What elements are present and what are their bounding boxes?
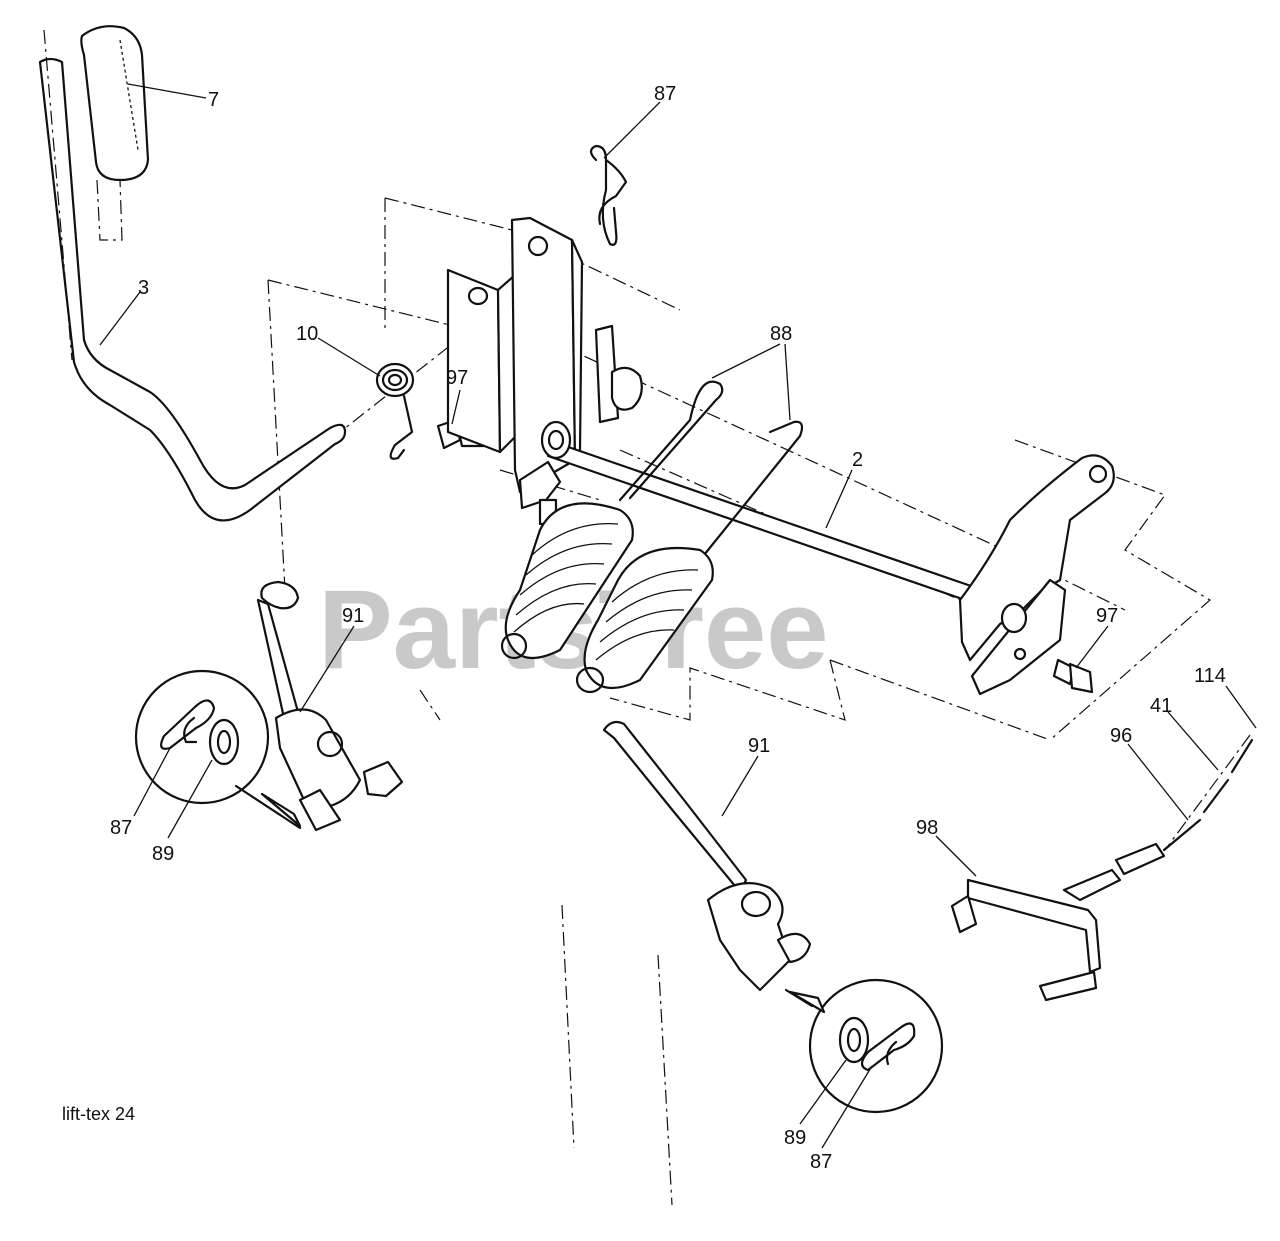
callout-91-left: 91 xyxy=(342,605,364,627)
detail-circle-left xyxy=(134,669,302,830)
callout-96: 96 xyxy=(1110,725,1132,747)
figure-code: lift-tex 24 xyxy=(62,1104,135,1124)
callout-3: 3 xyxy=(138,277,149,299)
spring-part-10 xyxy=(375,362,415,460)
callout-41: 41 xyxy=(1150,695,1172,717)
callout-88: 88 xyxy=(770,323,792,345)
washer-part-89-right xyxy=(838,1016,870,1064)
spring-coil-right xyxy=(575,546,714,694)
handle-grip-part-7 xyxy=(80,25,150,241)
guide-lines xyxy=(419,689,673,1206)
callout-98: 98 xyxy=(916,817,938,839)
callout-89-left: 89 xyxy=(152,843,174,865)
leader-lines xyxy=(99,83,1257,1149)
springs-part-88 xyxy=(500,380,804,694)
hairpin-clip-part-87-top xyxy=(589,144,628,246)
spring-coil-left xyxy=(500,502,634,660)
callout-87-left: 87 xyxy=(110,817,132,839)
callout-97-right: 97 xyxy=(1096,605,1118,627)
center-bracket xyxy=(446,216,643,526)
link-rod-part-91-left xyxy=(256,580,404,832)
callout-87-top: 87 xyxy=(654,83,676,105)
small-parts-96-41-114 xyxy=(1162,738,1254,852)
callout-89-right: 89 xyxy=(784,1127,806,1149)
hairpin-clip-part-87-left xyxy=(160,699,216,750)
callout-7: 7 xyxy=(208,89,219,111)
link-rod-part-91-right xyxy=(602,720,812,992)
lift-lever-part-3 xyxy=(38,29,347,522)
callout-97-left: 97 xyxy=(446,367,468,389)
callout-114: 114 xyxy=(1194,665,1226,687)
callout-labels: 7 3 87 10 97 88 2 91 97 114 41 96 91 98 … xyxy=(110,83,1226,1173)
right-lift-arm xyxy=(958,454,1115,696)
washer-part-89-left xyxy=(208,718,240,766)
bolt-part-97-right xyxy=(1052,658,1094,694)
callout-91-right: 91 xyxy=(748,735,770,757)
callout-10: 10 xyxy=(296,323,318,345)
callout-87-right: 87 xyxy=(810,1151,832,1173)
lift-arm-part-98 xyxy=(950,842,1166,1002)
detail-circle-right xyxy=(784,978,944,1114)
hairpin-clip-part-87-right xyxy=(860,1022,916,1072)
callout-2: 2 xyxy=(852,449,863,471)
